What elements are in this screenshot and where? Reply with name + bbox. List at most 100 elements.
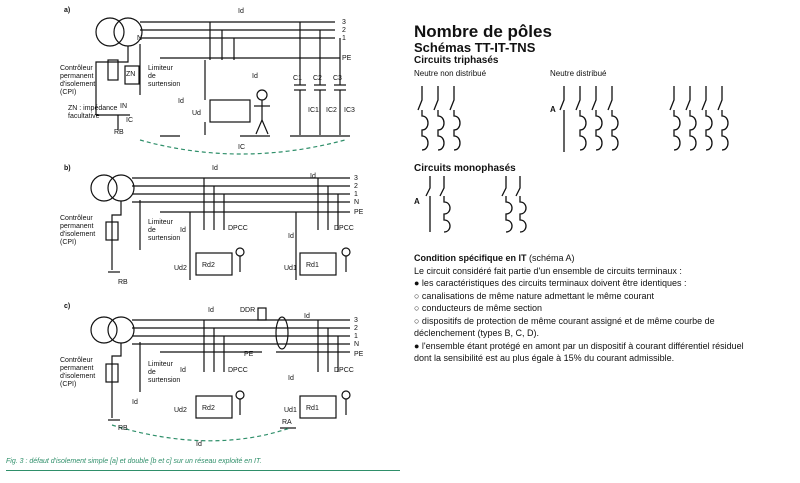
bus-label: 1: [354, 191, 358, 198]
condition-title: Condition spécifique en IT: [414, 253, 527, 263]
panel-c-wiring: [90, 307, 351, 429]
it-fault-diagrams: a) 3 2 1 N PE Contrôleur permanent d'iso…: [60, 7, 364, 448]
cpi-label: permanent: [60, 365, 94, 372]
rb-label: RB: [118, 279, 128, 286]
bus-label: 3: [354, 175, 358, 182]
condition-suffix: (schéma A): [526, 253, 575, 263]
zn-label: ZN: [126, 71, 135, 78]
condition-line: ● l'ensemble étant protégé en amont par …: [414, 340, 744, 351]
voltage-label: Ud: [192, 110, 201, 117]
panel-b-letter: b): [64, 165, 71, 172]
monophase-2-pole-breaker: [501, 176, 527, 233]
current-label: Id: [288, 233, 294, 240]
voltage-label: Ud2: [174, 407, 187, 414]
cpi-label: d'isolement: [60, 231, 95, 238]
page-subtitle: Schémas TT-IT-TNS: [414, 40, 536, 55]
capacitor-label: C1: [293, 75, 302, 82]
triphase-neutral-unprotected-breaker: [559, 86, 619, 152]
current-label: Id: [180, 227, 186, 234]
condition-block: Condition spécifique en IT (schéma A) Le…: [414, 252, 798, 365]
condition-line: ○ canalisations de même nature admettant…: [414, 290, 655, 301]
bus-label: 2: [342, 27, 346, 34]
text-panel: Nombre de pôles Schémas TT-IT-TNS Circui…: [412, 0, 798, 478]
limiter-label: de: [148, 73, 156, 80]
cpi-label: (CPI): [60, 381, 76, 388]
current-label: Id: [178, 98, 184, 105]
neutral-label: N: [137, 35, 142, 42]
panel-c-letter: c): [64, 303, 70, 310]
dpcc-label: DPCC: [334, 225, 354, 232]
limiter-label: Limiteur: [148, 219, 174, 226]
voltage-label: Ud1: [284, 407, 297, 414]
cpi-label: Contrôleur: [60, 357, 93, 364]
zn-note: facultative: [68, 113, 100, 120]
current-label: IC1: [308, 107, 319, 114]
current-label: Id: [310, 173, 316, 180]
bus-label: N: [354, 341, 359, 348]
current-label: IC3: [344, 107, 355, 114]
rd-label: Rd2: [202, 405, 215, 412]
current-label: Id: [212, 165, 218, 172]
current-label: IC: [238, 144, 245, 151]
cpi-label: d'isolement: [60, 81, 95, 88]
limiter-label: Limiteur: [148, 65, 174, 72]
bus-label: 1: [342, 35, 346, 42]
capacitor-label: C2: [313, 75, 322, 82]
bus-label: PE: [354, 351, 364, 358]
triphase-heading: Circuits triphasés: [414, 55, 499, 66]
current-label: IN: [120, 103, 127, 110]
capacitor-label: C3: [333, 75, 342, 82]
neutral-not-distributed-label: Neutre non distribué: [414, 69, 487, 78]
condition-line: dont la sensibilité est au plus égale à …: [414, 353, 675, 363]
page-title: Nombre de pôles: [414, 22, 552, 41]
figure-caption: Fig. 3 : défaut d'isolement simple [a] e…: [6, 458, 262, 465]
cpi-label: permanent: [60, 73, 94, 80]
rb-label: RB: [118, 425, 128, 432]
cpi-label: (CPI): [60, 89, 76, 96]
pole-schematics: A A: [414, 86, 729, 233]
condition-line: déclenchement (types B, C, D).: [414, 328, 540, 338]
cpi-label: permanent: [60, 223, 94, 230]
current-label: Id: [208, 307, 214, 314]
rb-label: RB: [114, 129, 124, 136]
rd-label: Rd1: [306, 262, 319, 269]
bus-label: 1: [354, 333, 358, 340]
condition-line: ○ dispositifs de protection de même cour…: [414, 315, 715, 326]
current-label: IC: [126, 117, 133, 124]
panel-c-fault-loop: [111, 424, 291, 442]
diagram-panel: a) 3 2 1 N PE Contrôleur permanent d'iso…: [6, 7, 400, 471]
rd-label: Rd2: [202, 262, 215, 269]
current-label: Id: [304, 313, 310, 320]
voltage-label: Ud1: [284, 265, 297, 272]
limiter-label: Limiteur: [148, 361, 174, 368]
current-label: Id: [288, 375, 294, 382]
current-label: Id: [196, 441, 202, 448]
pe-label: PE: [342, 55, 352, 62]
bus-label: N: [354, 199, 359, 206]
limiter-label: surtension: [148, 377, 180, 384]
current-label: Id: [180, 367, 186, 374]
zn-note: ZN : impédance: [68, 105, 118, 112]
monophase-heading: Circuits monophasés: [414, 163, 516, 174]
ddr-label: DDR: [240, 307, 255, 314]
condition-heading: Condition spécifique en IT (schéma A): [414, 252, 798, 265]
schema-a-label: A: [550, 105, 556, 114]
limiter-label: de: [148, 227, 156, 234]
current-label: IC2: [326, 107, 337, 114]
panel-a-letter: a): [64, 7, 70, 14]
bus-label: 3: [342, 19, 346, 26]
cpi-label: (CPI): [60, 239, 76, 246]
condition-line: ○ conducteurs de même section: [414, 303, 542, 313]
bus-label: 3: [354, 317, 358, 324]
condition-line: Le circuit considéré fait partie d'un en…: [414, 265, 682, 276]
triphase-3-pole-breaker: [417, 86, 461, 151]
panel-a-wiring: [95, 17, 350, 137]
cpi-label: d'isolement: [60, 373, 95, 380]
current-label: Id: [252, 73, 258, 80]
cpi-label: Contrôleur: [60, 65, 93, 72]
ra-label: RA: [282, 419, 292, 426]
schema-a-label-mono: A: [414, 197, 420, 206]
bus-label: 2: [354, 325, 358, 332]
monophase-neutral-unprotected-breaker: [425, 176, 451, 233]
voltage-label: Ud2: [174, 265, 187, 272]
